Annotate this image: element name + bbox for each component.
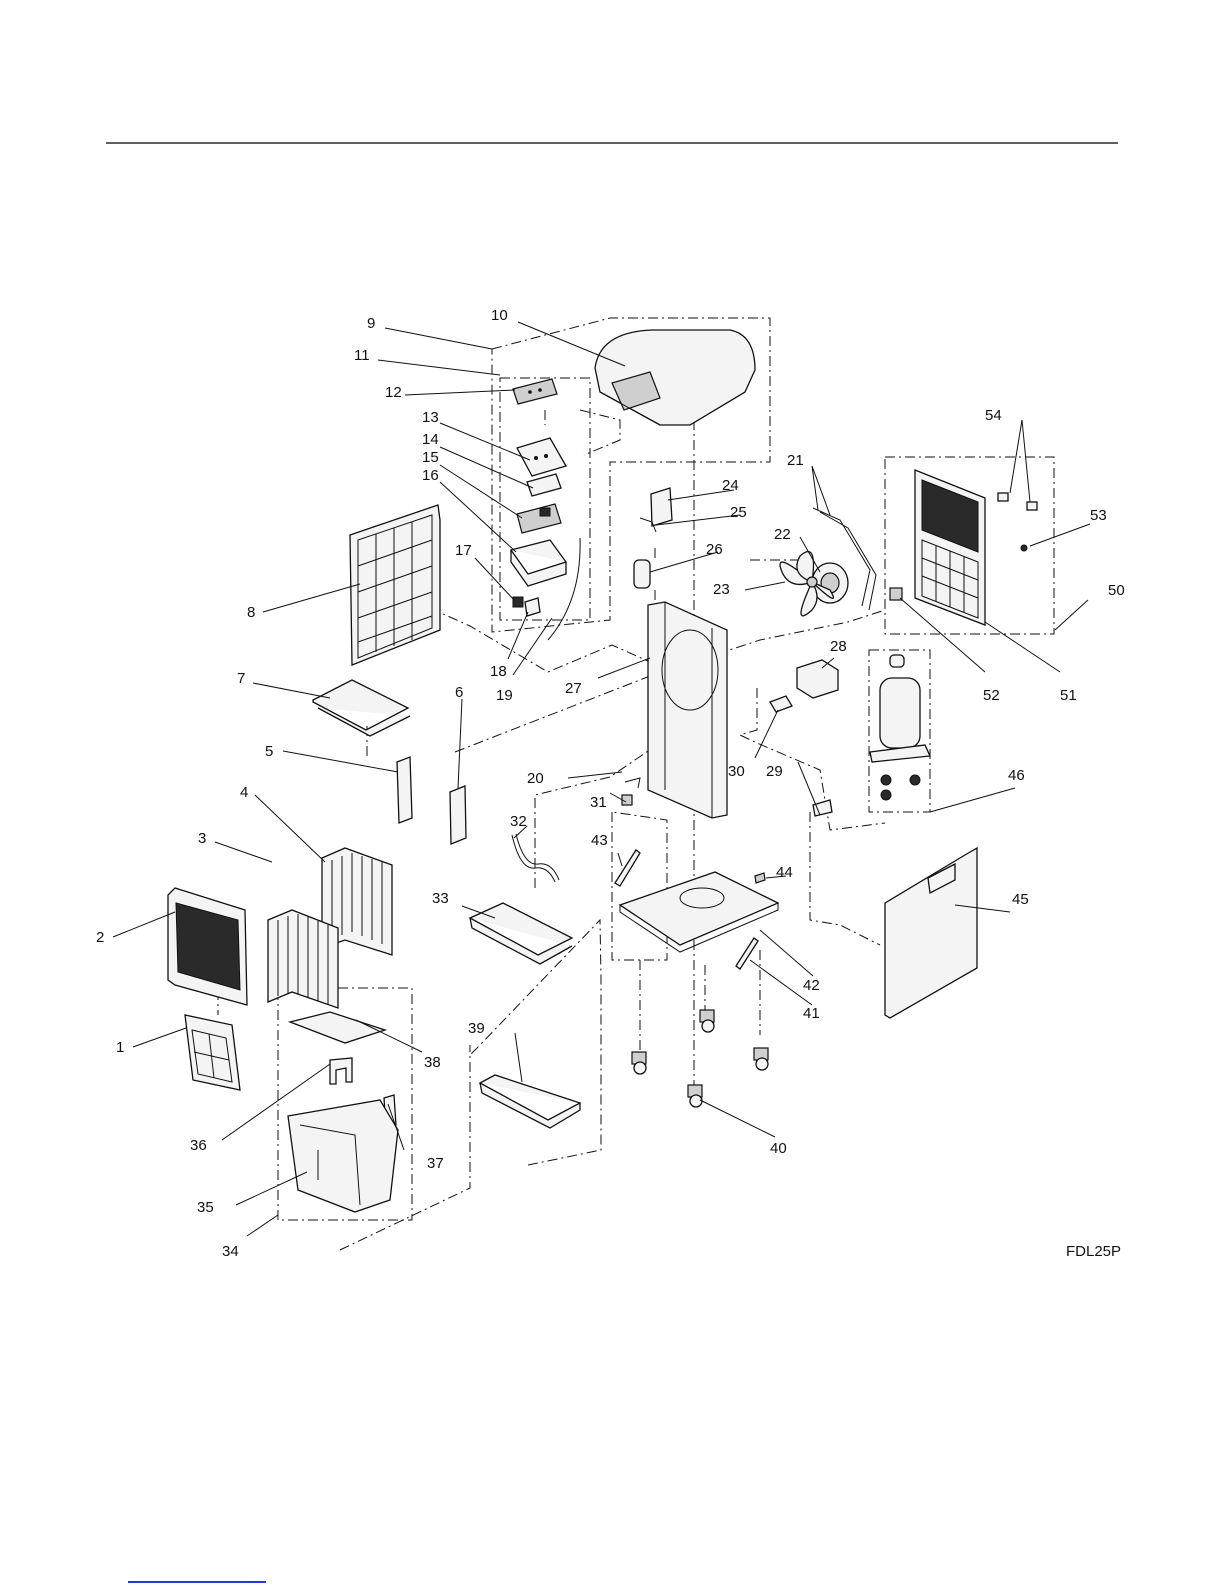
callout-45: 45 <box>1012 891 1029 908</box>
link-underline <box>128 1581 266 1583</box>
top-cover <box>595 330 755 425</box>
callout-36: 36 <box>190 1137 207 1154</box>
callout-7: 7 <box>237 670 245 687</box>
callout-4: 4 <box>240 784 248 801</box>
callout-12: 12 <box>385 384 402 401</box>
casters <box>632 1010 768 1107</box>
control-box <box>511 540 566 586</box>
callout-40: 40 <box>770 1140 787 1157</box>
wire-clip <box>625 778 640 788</box>
right-connector <box>740 688 885 830</box>
model-number: FDL25P <box>1066 1243 1121 1260</box>
side-panel <box>885 848 977 1018</box>
capacitor <box>634 560 650 588</box>
callout-22: 22 <box>774 526 791 543</box>
callout-15: 15 <box>422 449 439 466</box>
mount-plate <box>450 786 466 844</box>
callout-25: 25 <box>730 504 747 521</box>
callout-42: 42 <box>803 977 820 994</box>
tank-handle <box>330 1058 352 1084</box>
callout-30: 30 <box>728 763 745 780</box>
display-pcb <box>517 504 561 533</box>
callout-9: 9 <box>367 315 375 332</box>
callout-46: 46 <box>1008 767 1025 784</box>
callout-52: 52 <box>983 687 1000 704</box>
callout-26: 26 <box>706 541 723 558</box>
callout-53: 53 <box>1090 507 1107 524</box>
callout-54: 54 <box>985 407 1002 424</box>
callout-21: 21 <box>787 452 804 469</box>
callout-18: 18 <box>490 663 507 680</box>
right-rail <box>736 938 758 969</box>
compressor <box>870 655 930 800</box>
side-plate <box>397 757 412 823</box>
callout-14: 14 <box>422 431 439 448</box>
callout-39: 39 <box>468 1020 485 1037</box>
screw <box>755 873 765 883</box>
wire-connector <box>813 800 832 816</box>
humidity-sensor <box>513 597 523 607</box>
callout-33: 33 <box>432 890 449 907</box>
callout-3: 3 <box>198 830 206 847</box>
callout-50: 50 <box>1108 582 1125 599</box>
callout-11: 11 <box>354 347 370 364</box>
clip-right <box>1027 502 1037 510</box>
callout-19: 19 <box>496 687 513 704</box>
capacitor-bracket <box>651 488 672 526</box>
callout-29: 29 <box>766 763 783 780</box>
callout-51: 51 <box>1060 687 1077 704</box>
callout-34: 34 <box>222 1243 239 1260</box>
top-bracket <box>313 680 410 736</box>
rear-grille <box>915 470 985 625</box>
callout-17: 17 <box>455 542 472 559</box>
condenser-coil <box>268 910 338 1008</box>
relay <box>770 696 792 712</box>
water-tray <box>480 1075 580 1128</box>
water-tank <box>288 1100 398 1212</box>
drain-pan <box>470 903 572 964</box>
membrane-switch <box>527 474 561 496</box>
callout-labels: 9 10 11 12 13 14 15 16 17 18 19 8 7 5 6 … <box>96 307 1125 1260</box>
grommet <box>1021 545 1027 551</box>
callout-23: 23 <box>713 581 730 598</box>
callout-27: 27 <box>565 680 582 697</box>
callout-8: 8 <box>247 604 255 621</box>
terminal-box <box>797 660 838 698</box>
front-panel <box>168 888 247 1005</box>
callout-38: 38 <box>424 1054 441 1071</box>
callout-44: 44 <box>776 864 793 881</box>
callout-35: 35 <box>197 1199 214 1216</box>
callout-10: 10 <box>491 307 508 324</box>
clip-left <box>998 493 1008 501</box>
air-filter <box>185 1015 240 1090</box>
panel-connector <box>810 812 880 945</box>
control-panel-cover <box>517 438 566 476</box>
callout-13: 13 <box>422 409 439 426</box>
clamp <box>622 795 632 805</box>
control-label <box>513 379 557 404</box>
callout-5: 5 <box>265 743 273 760</box>
front-grille-panel <box>350 505 440 665</box>
callout-32: 32 <box>510 813 527 830</box>
callout-37: 37 <box>427 1155 444 1172</box>
callout-41: 41 <box>803 1005 820 1022</box>
callout-2: 2 <box>96 929 104 946</box>
callout-1: 1 <box>116 1039 124 1056</box>
callout-31: 31 <box>590 794 607 811</box>
callout-20: 20 <box>527 770 544 787</box>
callout-43: 43 <box>591 832 608 849</box>
callout-28: 28 <box>830 638 847 655</box>
callout-6: 6 <box>455 684 463 701</box>
callout-16: 16 <box>422 467 439 484</box>
callout-24: 24 <box>722 477 739 494</box>
middle-frame <box>648 602 727 818</box>
